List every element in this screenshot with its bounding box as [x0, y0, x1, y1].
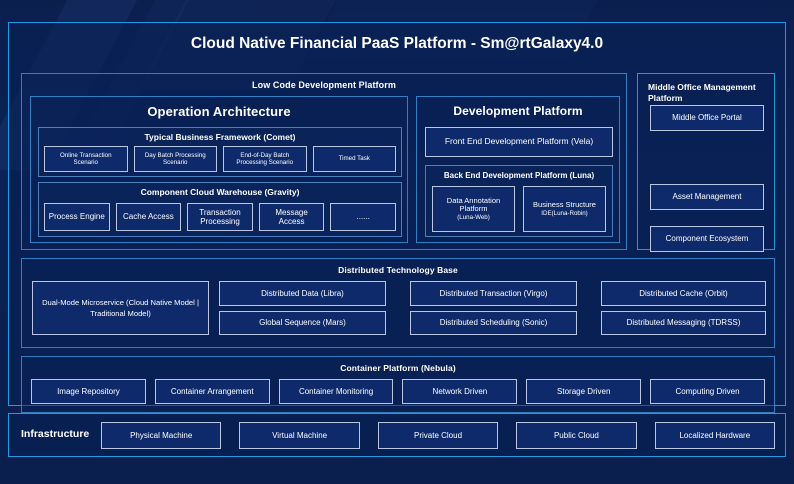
- container-platform-item[interactable]: Container Arrangement: [154, 379, 270, 404]
- container-platform-item[interactable]: Image Repository: [31, 379, 146, 404]
- middle-office-item-portal[interactable]: Middle Office Portal: [650, 104, 764, 131]
- distributed-technology-base-title: Distributed Technology Base: [338, 265, 458, 275]
- container-platform-chip-row: Image Repository Container Arrangement C…: [31, 379, 765, 404]
- distributed-tech-column: Distributed Cache (Orbit) Distributed Me…: [601, 281, 766, 335]
- infrastructure-frame: Infrastructure Physical Machine Virtual …: [8, 413, 786, 457]
- page-title: Cloud Native Financial PaaS Platform - S…: [190, 35, 604, 52]
- back-end-chip-row: Data Annotation Platform (Luna-Web) Busi…: [432, 186, 606, 232]
- container-platform-item[interactable]: Network Driven: [402, 379, 518, 404]
- business-framework-title: Typical Business Framework (Comet): [144, 132, 296, 142]
- distributed-tech-column: Distributed Data (Libra) Global Sequence…: [219, 281, 386, 335]
- back-end-item-data-annotation[interactable]: Data Annotation Platform (Luna-Web): [432, 186, 515, 232]
- container-platform-panel: Container Platform (Nebula) Image Reposi…: [21, 356, 775, 413]
- business-framework-item[interactable]: Timed Task: [312, 146, 396, 172]
- middle-office-item-asset-management[interactable]: Asset Management: [650, 184, 764, 210]
- cloud-warehouse-item[interactable]: Transaction Processing: [187, 203, 253, 231]
- middle-office-item-component-ecosystem[interactable]: Component Ecosystem: [650, 226, 764, 252]
- component-cloud-warehouse-subpanel: Component Cloud Warehouse (Gravity) Proc…: [38, 182, 402, 237]
- cloud-warehouse-item[interactable]: Cache Access: [115, 203, 182, 231]
- cloud-warehouse-chip-row: Process Engine Cache Access Transaction …: [44, 203, 396, 231]
- distributed-tech-item[interactable]: Distributed Messaging (TDRSS): [601, 310, 766, 335]
- infrastructure-item[interactable]: Localized Hardware: [654, 422, 776, 449]
- infrastructure-chip-row: Physical Machine Virtual Machine Private…: [101, 422, 776, 449]
- infrastructure-label: Infrastructure: [21, 428, 90, 440]
- cloud-warehouse-item[interactable]: Message Access: [258, 203, 325, 231]
- distributed-tech-column: Distributed Transaction (Virgo) Distribu…: [410, 281, 577, 335]
- low-code-development-platform-panel: Low Code Development Platform Operation …: [21, 73, 627, 250]
- distributed-tech-item[interactable]: Distributed Cache (Orbit): [601, 281, 766, 306]
- business-framework-item[interactable]: Online Transaction Scenario: [44, 146, 128, 172]
- business-framework-item[interactable]: End-of-Day Batch Processing Scenario: [223, 146, 307, 172]
- infrastructure-item[interactable]: Public Cloud: [516, 422, 637, 449]
- middle-office-management-platform-panel: Middle Office Management Platform Asset …: [637, 73, 775, 252]
- container-platform-item[interactable]: Computing Driven: [650, 379, 765, 404]
- container-platform-title: Container Platform (Nebula): [340, 363, 456, 373]
- front-end-development-platform-item[interactable]: Front End Development Platform (Vela): [425, 127, 613, 157]
- cloud-warehouse-item-more[interactable]: ......: [330, 203, 396, 231]
- development-platform-panel: Development Platform Front End Developme…: [416, 96, 620, 243]
- operation-architecture-title: Operation Architecture: [147, 104, 291, 119]
- back-end-item-main: Data Annotation Platform: [446, 195, 501, 214]
- distributed-tech-item[interactable]: Distributed Transaction (Virgo): [410, 281, 577, 306]
- container-platform-item[interactable]: Storage Driven: [526, 379, 642, 404]
- cloud-warehouse-item[interactable]: Process Engine: [44, 203, 110, 231]
- distributed-tech-item[interactable]: Distributed Data (Libra): [219, 281, 386, 306]
- infrastructure-item[interactable]: Virtual Machine: [239, 422, 360, 449]
- low-code-platform-title: Low Code Development Platform: [252, 80, 396, 90]
- back-end-item-main: Business Structure: [533, 200, 596, 210]
- back-end-platform-title: Back End Development Platform (Luna): [443, 171, 595, 180]
- operation-architecture-panel: Operation Architecture Typical Business …: [30, 96, 408, 243]
- back-end-development-platform-subpanel: Back End Development Platform (Luna) Dat…: [425, 165, 613, 237]
- business-framework-chip-row: Online Transaction Scenario Day Batch Pr…: [44, 146, 396, 172]
- infrastructure-item[interactable]: Physical Machine: [101, 422, 222, 449]
- typical-business-framework-subpanel: Typical Business Framework (Comet) Onlin…: [38, 127, 402, 177]
- infrastructure-item[interactable]: Private Cloud: [377, 422, 499, 449]
- business-framework-item[interactable]: Day Batch Processing Scenario: [133, 146, 217, 172]
- development-platform-title: Development Platform: [453, 104, 583, 118]
- back-end-item-sub: IDE(Luna-Robin): [541, 209, 588, 217]
- back-end-item-business-structure[interactable]: Business Structure IDE(Luna-Robin): [523, 186, 606, 232]
- distributed-technology-base-panel: Distributed Technology Base Dual-Mode Mi…: [21, 258, 775, 348]
- middle-office-platform-title: Middle Office Management Platform: [648, 82, 756, 104]
- distributed-tech-item[interactable]: Global Sequence (Mars): [219, 310, 386, 335]
- cloud-warehouse-title: Component Cloud Warehouse (Gravity): [140, 187, 300, 197]
- platform-frame: Cloud Native Financial PaaS Platform - S…: [8, 22, 786, 413]
- dual-mode-microservice-item[interactable]: Dual-Mode Microservice (Cloud Native Mod…: [32, 281, 209, 335]
- distributed-tech-item[interactable]: Distributed Scheduling (Sonic): [410, 310, 577, 335]
- back-end-item-sub: (Luna-Web): [457, 214, 490, 222]
- container-platform-item[interactable]: Container Monitoring: [278, 379, 394, 404]
